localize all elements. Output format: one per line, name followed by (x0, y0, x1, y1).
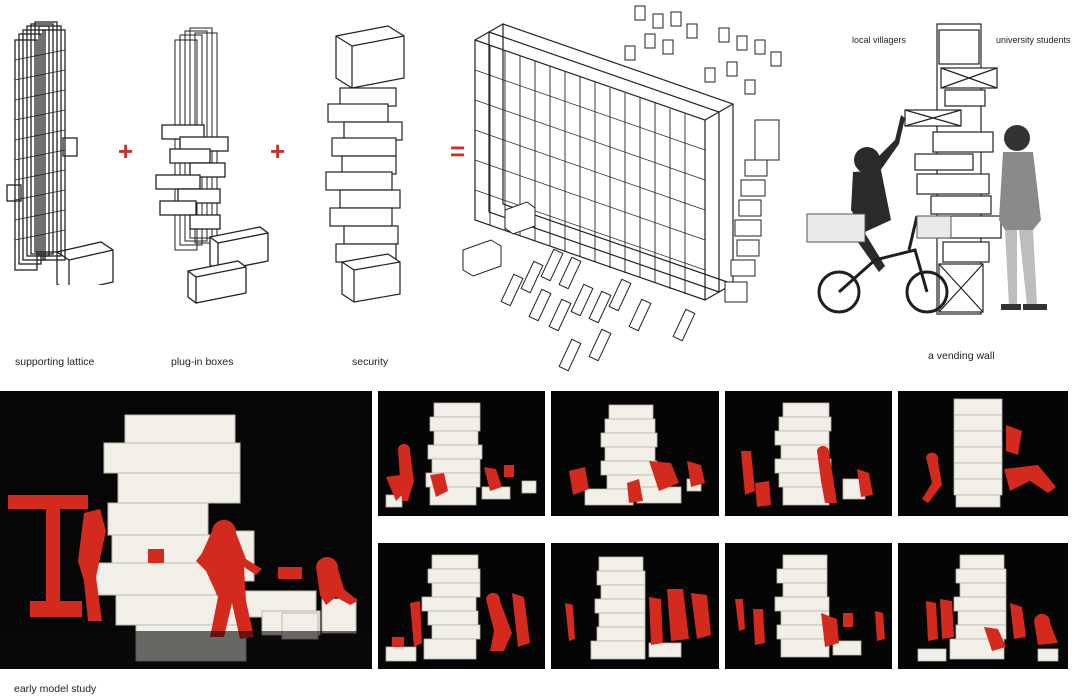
vending-wall-illustration (806, 23, 1047, 315)
security-diagram (325, 25, 405, 303)
vending-wall-caption: a vending wall (928, 350, 995, 362)
security-caption: security (352, 356, 389, 368)
model-photo-2 (551, 391, 719, 516)
supporting-lattice-diagram (6, 21, 114, 285)
model-photo-8 (898, 543, 1068, 669)
lattice-array (474, 23, 734, 301)
model-photo-5 (378, 543, 545, 669)
equals-operator: = (450, 136, 466, 166)
model-photo-6 (551, 543, 719, 669)
vending-wall-column (904, 23, 1002, 315)
model-photo-7 (725, 543, 892, 669)
model-photo-4 (898, 391, 1068, 516)
plug-in-boxes-caption: plug-in boxes (171, 356, 234, 368)
combined-system-diagram (462, 5, 782, 372)
plug-in-base-box (187, 226, 269, 304)
model-photo-3 (725, 391, 892, 516)
plug-in-boxes-diagram (155, 27, 269, 304)
red-figures (8, 495, 358, 639)
lattice-base-box (56, 241, 114, 285)
early-model-photo (0, 391, 372, 669)
lattice-frame-stack (14, 21, 66, 271)
plus-operator-2: + (270, 136, 286, 166)
plus-operator-1: + (118, 136, 134, 166)
person-on-scooter (851, 115, 905, 272)
university-students-label: university students (996, 35, 1071, 45)
floating-boxes (624, 5, 782, 303)
early-model-study-caption: early model study (14, 683, 97, 695)
ground-boxes (462, 201, 696, 372)
model-photo-1 (378, 391, 545, 516)
standing-student (999, 125, 1047, 310)
scooter (817, 215, 949, 314)
supporting-lattice-caption: supporting lattice (15, 356, 95, 368)
local-villagers-label: local villagers (852, 35, 907, 45)
